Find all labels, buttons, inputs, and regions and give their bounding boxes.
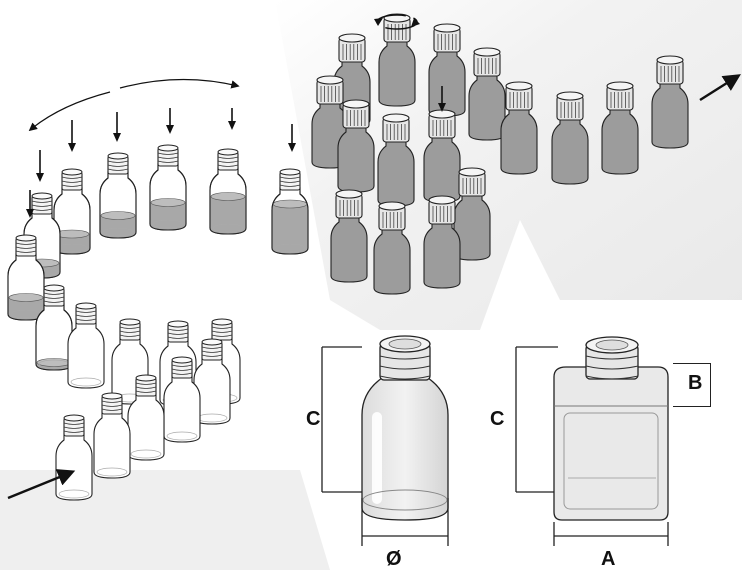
down-arrow-icon bbox=[166, 108, 174, 134]
bottle-body bbox=[500, 107, 538, 175]
liquid-fill bbox=[150, 202, 186, 230]
bottle-body bbox=[423, 221, 461, 289]
capped-bottle bbox=[377, 113, 415, 207]
open-bottle bbox=[7, 234, 45, 321]
bottle-body bbox=[93, 411, 131, 479]
capped-bottle bbox=[601, 81, 639, 175]
capped-bottle bbox=[500, 81, 538, 175]
square-height-dimension bbox=[515, 346, 558, 493]
diameter-dimension bbox=[361, 498, 449, 546]
open-bottle bbox=[193, 338, 231, 425]
bottle-body bbox=[163, 375, 201, 443]
round-bottle-detail bbox=[361, 335, 449, 521]
bottle-body bbox=[468, 73, 506, 141]
flow-arrow-icon bbox=[7, 74, 741, 500]
bottle-body bbox=[551, 117, 589, 185]
open-bottle bbox=[35, 284, 73, 371]
bottle-body bbox=[373, 227, 411, 295]
diameter-label: Ø bbox=[386, 548, 402, 570]
open-bottle bbox=[149, 144, 187, 231]
square-bottle-detail bbox=[553, 336, 669, 521]
bottle-body bbox=[378, 39, 416, 107]
background-shade-bottom bbox=[0, 470, 330, 570]
round-height-dimension bbox=[321, 346, 362, 493]
capped-bottle bbox=[423, 109, 461, 203]
flow-arrows bbox=[26, 86, 446, 218]
open-bottle bbox=[163, 356, 201, 443]
capped-bottle bbox=[453, 167, 491, 261]
capped-bottle bbox=[428, 23, 466, 117]
open-bottle bbox=[209, 148, 247, 235]
round-bottle-base bbox=[362, 489, 448, 511]
bottle-body bbox=[601, 107, 639, 175]
bottle-body bbox=[377, 139, 415, 207]
width-label: A bbox=[601, 548, 616, 570]
bottle-body bbox=[423, 135, 461, 203]
width-dimension bbox=[553, 522, 669, 546]
round-bottle-body bbox=[361, 357, 449, 521]
bottle-body bbox=[193, 357, 231, 425]
round-bottle-highlight bbox=[372, 412, 382, 504]
capped-bottle bbox=[468, 47, 506, 141]
capped-bottle bbox=[337, 99, 375, 193]
bottle-body bbox=[127, 393, 165, 461]
liquid-fill bbox=[8, 297, 44, 320]
rotating-cap-arrow-icon bbox=[374, 14, 420, 30]
bottle-body bbox=[337, 125, 375, 193]
down-arrow-icon bbox=[438, 86, 446, 112]
open-bottle bbox=[99, 152, 137, 239]
open-bottle bbox=[67, 302, 105, 389]
liquid-fill bbox=[100, 215, 136, 238]
down-arrow-icon bbox=[68, 120, 76, 152]
curved-double-arrow-icon bbox=[28, 78, 240, 132]
capped-bottle bbox=[378, 13, 416, 107]
shoulder-dimension-box bbox=[673, 363, 711, 407]
capped-bottle bbox=[330, 189, 368, 283]
open-bottle bbox=[93, 392, 131, 479]
shoulder-label: B bbox=[688, 372, 703, 394]
down-arrow-icon bbox=[228, 108, 236, 130]
capped-bottle bbox=[551, 91, 589, 185]
down-arrow-icon bbox=[288, 124, 296, 152]
open-bottle bbox=[271, 168, 309, 255]
square-bottle-body bbox=[553, 366, 669, 521]
bottle-body bbox=[428, 49, 466, 117]
down-arrow-icon bbox=[26, 190, 34, 218]
square-height-label: C bbox=[490, 408, 505, 430]
liquid-fill bbox=[210, 196, 246, 234]
down-arrow-icon bbox=[113, 112, 121, 142]
liquid-fill bbox=[272, 204, 308, 254]
round-height-label: C bbox=[306, 408, 321, 430]
capped-bottle bbox=[423, 195, 461, 289]
bottle-body bbox=[651, 81, 689, 149]
bottle-flow bbox=[7, 13, 689, 501]
bottle-body bbox=[67, 321, 105, 389]
bottle-body bbox=[330, 215, 368, 283]
open-bottle bbox=[53, 168, 91, 255]
capped-bottle bbox=[651, 55, 689, 149]
open-bottle bbox=[127, 374, 165, 461]
down-arrow-icon bbox=[36, 150, 44, 182]
capped-bottle bbox=[373, 201, 411, 295]
square-bottle-label-area bbox=[563, 412, 659, 510]
dimension-lines bbox=[321, 346, 669, 546]
